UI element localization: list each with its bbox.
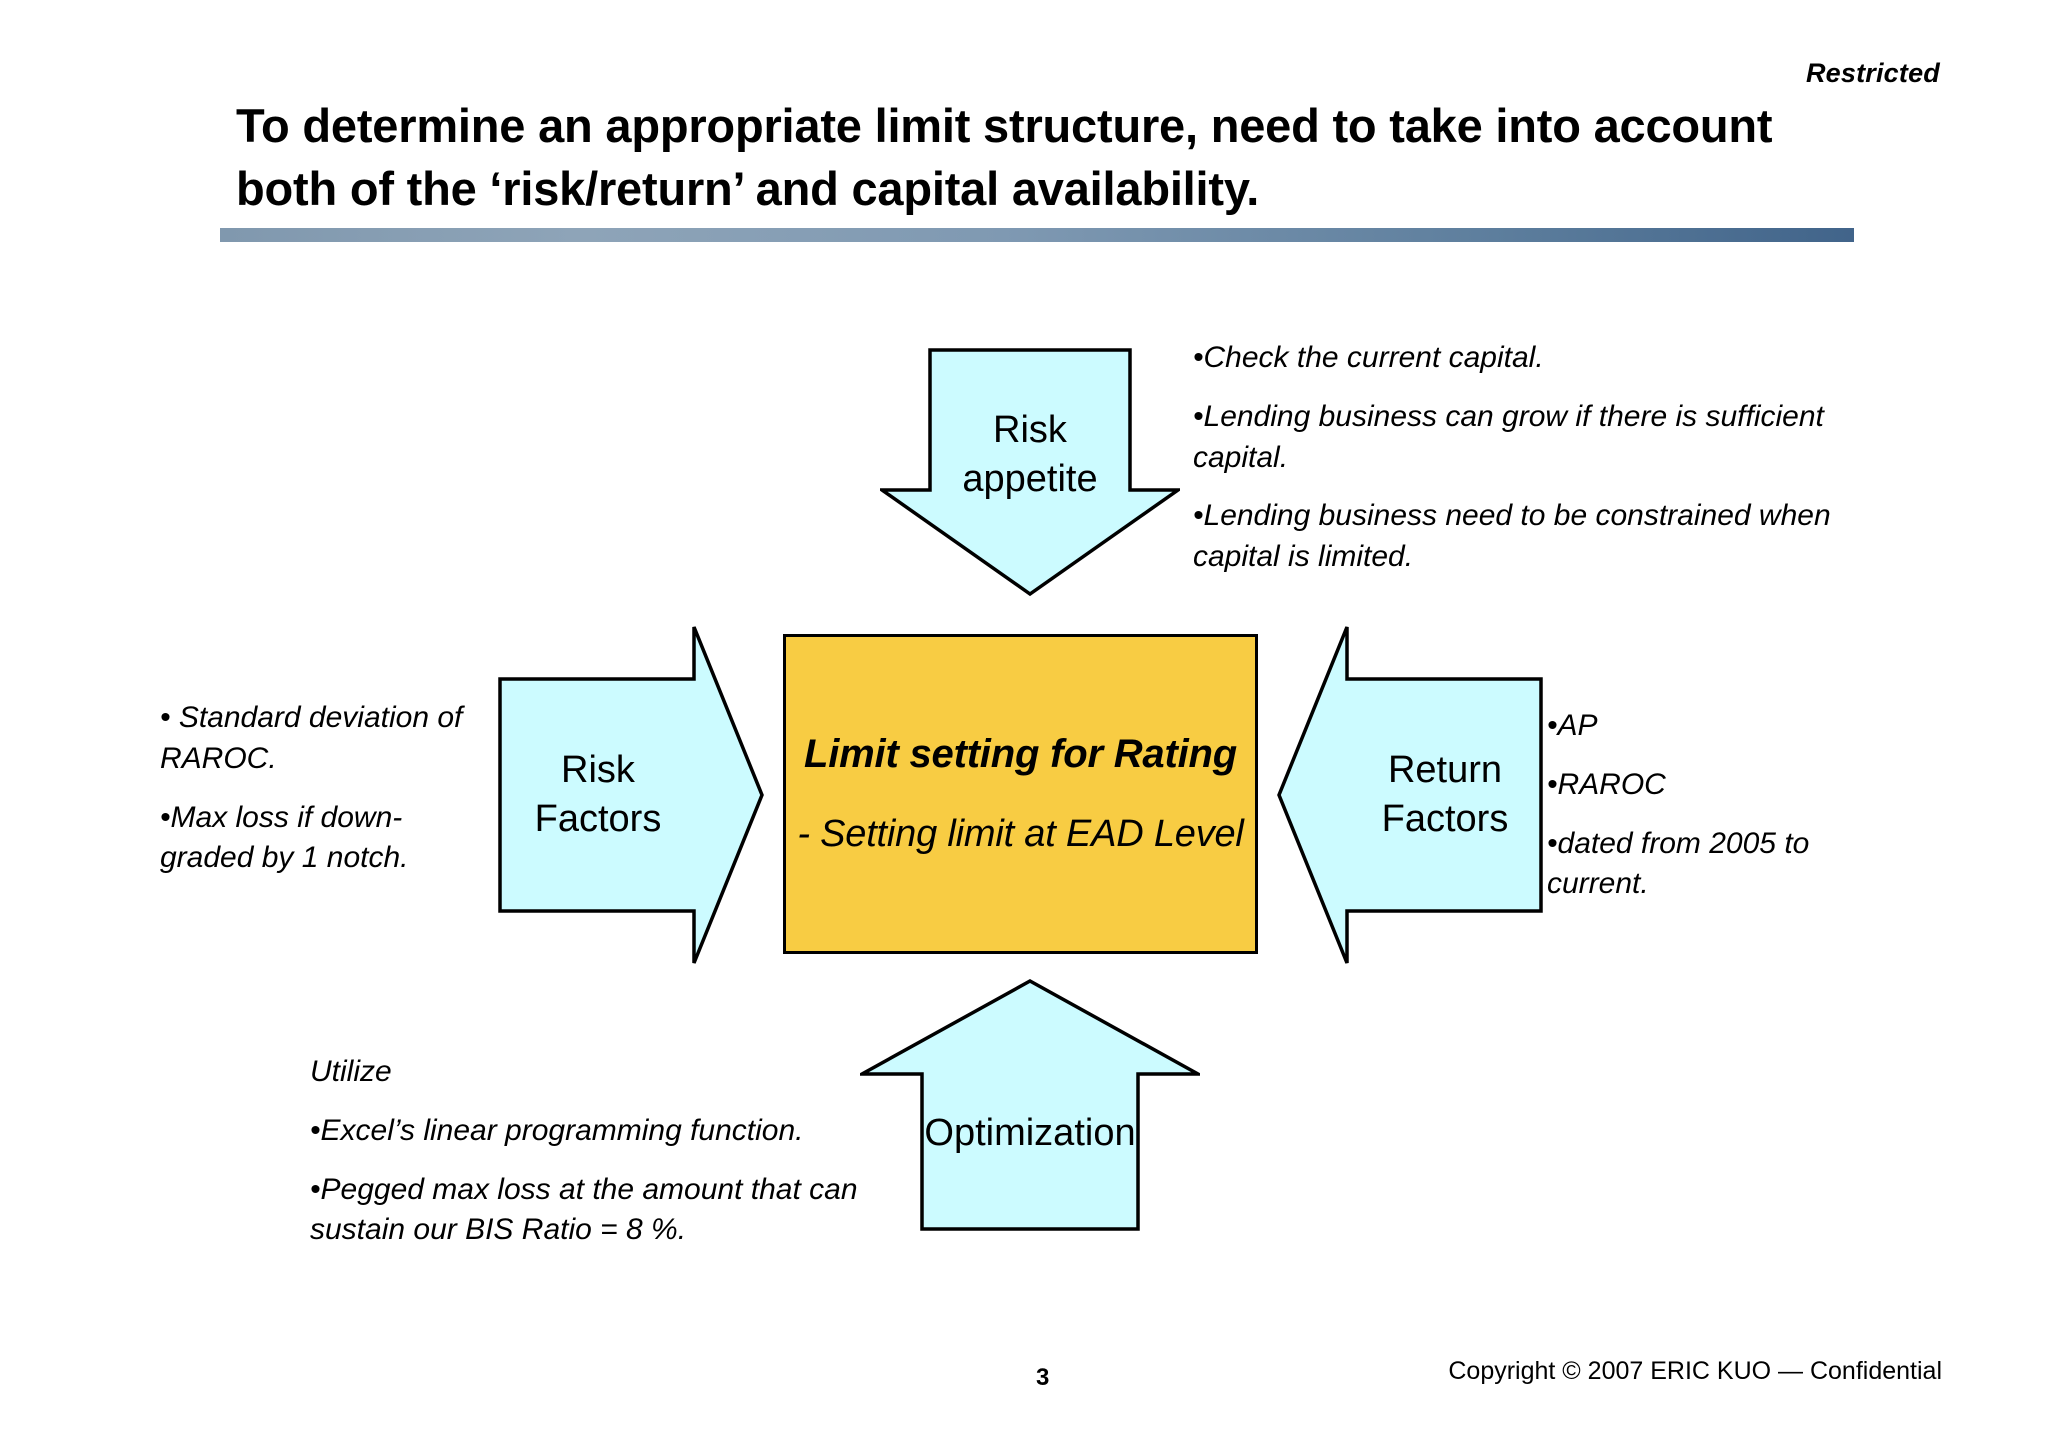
page-number: 3 bbox=[1036, 1364, 1050, 1391]
note-item: •Pegged max loss at the amount that can … bbox=[310, 1172, 858, 1247]
note-item: •Excel’s linear programming function. bbox=[310, 1113, 804, 1147]
note-item: Utilize bbox=[310, 1055, 392, 1088]
note-item: •Lending business can grow if there is s… bbox=[1193, 399, 1824, 474]
note-item: •Lending business need to be constrained… bbox=[1193, 499, 1831, 574]
note-item: •Check the current capital. bbox=[1193, 341, 1544, 374]
copyright-notice: Copyright © 2007 ERIC KUO — Confidential bbox=[1448, 1357, 1942, 1385]
arrow-risk-factors bbox=[498, 626, 764, 964]
notes-right: •AP •RAROC •dated from 2005 to current. bbox=[1547, 706, 1907, 905]
note-item: •RAROC bbox=[1547, 767, 1666, 801]
center-limit-setting-box: Limit setting for Rating - Setting limit… bbox=[783, 634, 1258, 954]
arrow-risk-appetite bbox=[880, 348, 1180, 597]
center-box-title: Limit setting for Rating bbox=[804, 732, 1237, 776]
notes-left: • Standard deviation of RAROC. •Max loss… bbox=[160, 698, 490, 879]
note-item: •AP bbox=[1547, 709, 1598, 742]
arrow-optimization bbox=[860, 978, 1200, 1231]
classification-label: Restricted bbox=[1805, 58, 1940, 88]
note-item: •dated from 2005 to current. bbox=[1547, 826, 1810, 901]
center-box-subtitle: - Setting limit at EAD Level bbox=[797, 813, 1244, 855]
page-title: To determine an appropriate limit struct… bbox=[236, 99, 1773, 215]
title-divider-bar bbox=[220, 228, 1854, 242]
notes-top-right: •Check the current capital. •Lending bus… bbox=[1193, 338, 1903, 578]
note-item: • Standard deviation of RAROC. bbox=[160, 701, 463, 775]
arrow-return-factors bbox=[1277, 626, 1543, 964]
notes-bottom: Utilize •Excel’s linear programming func… bbox=[310, 1052, 870, 1251]
note-item: •Max loss if down-graded by 1 notch. bbox=[160, 800, 409, 875]
